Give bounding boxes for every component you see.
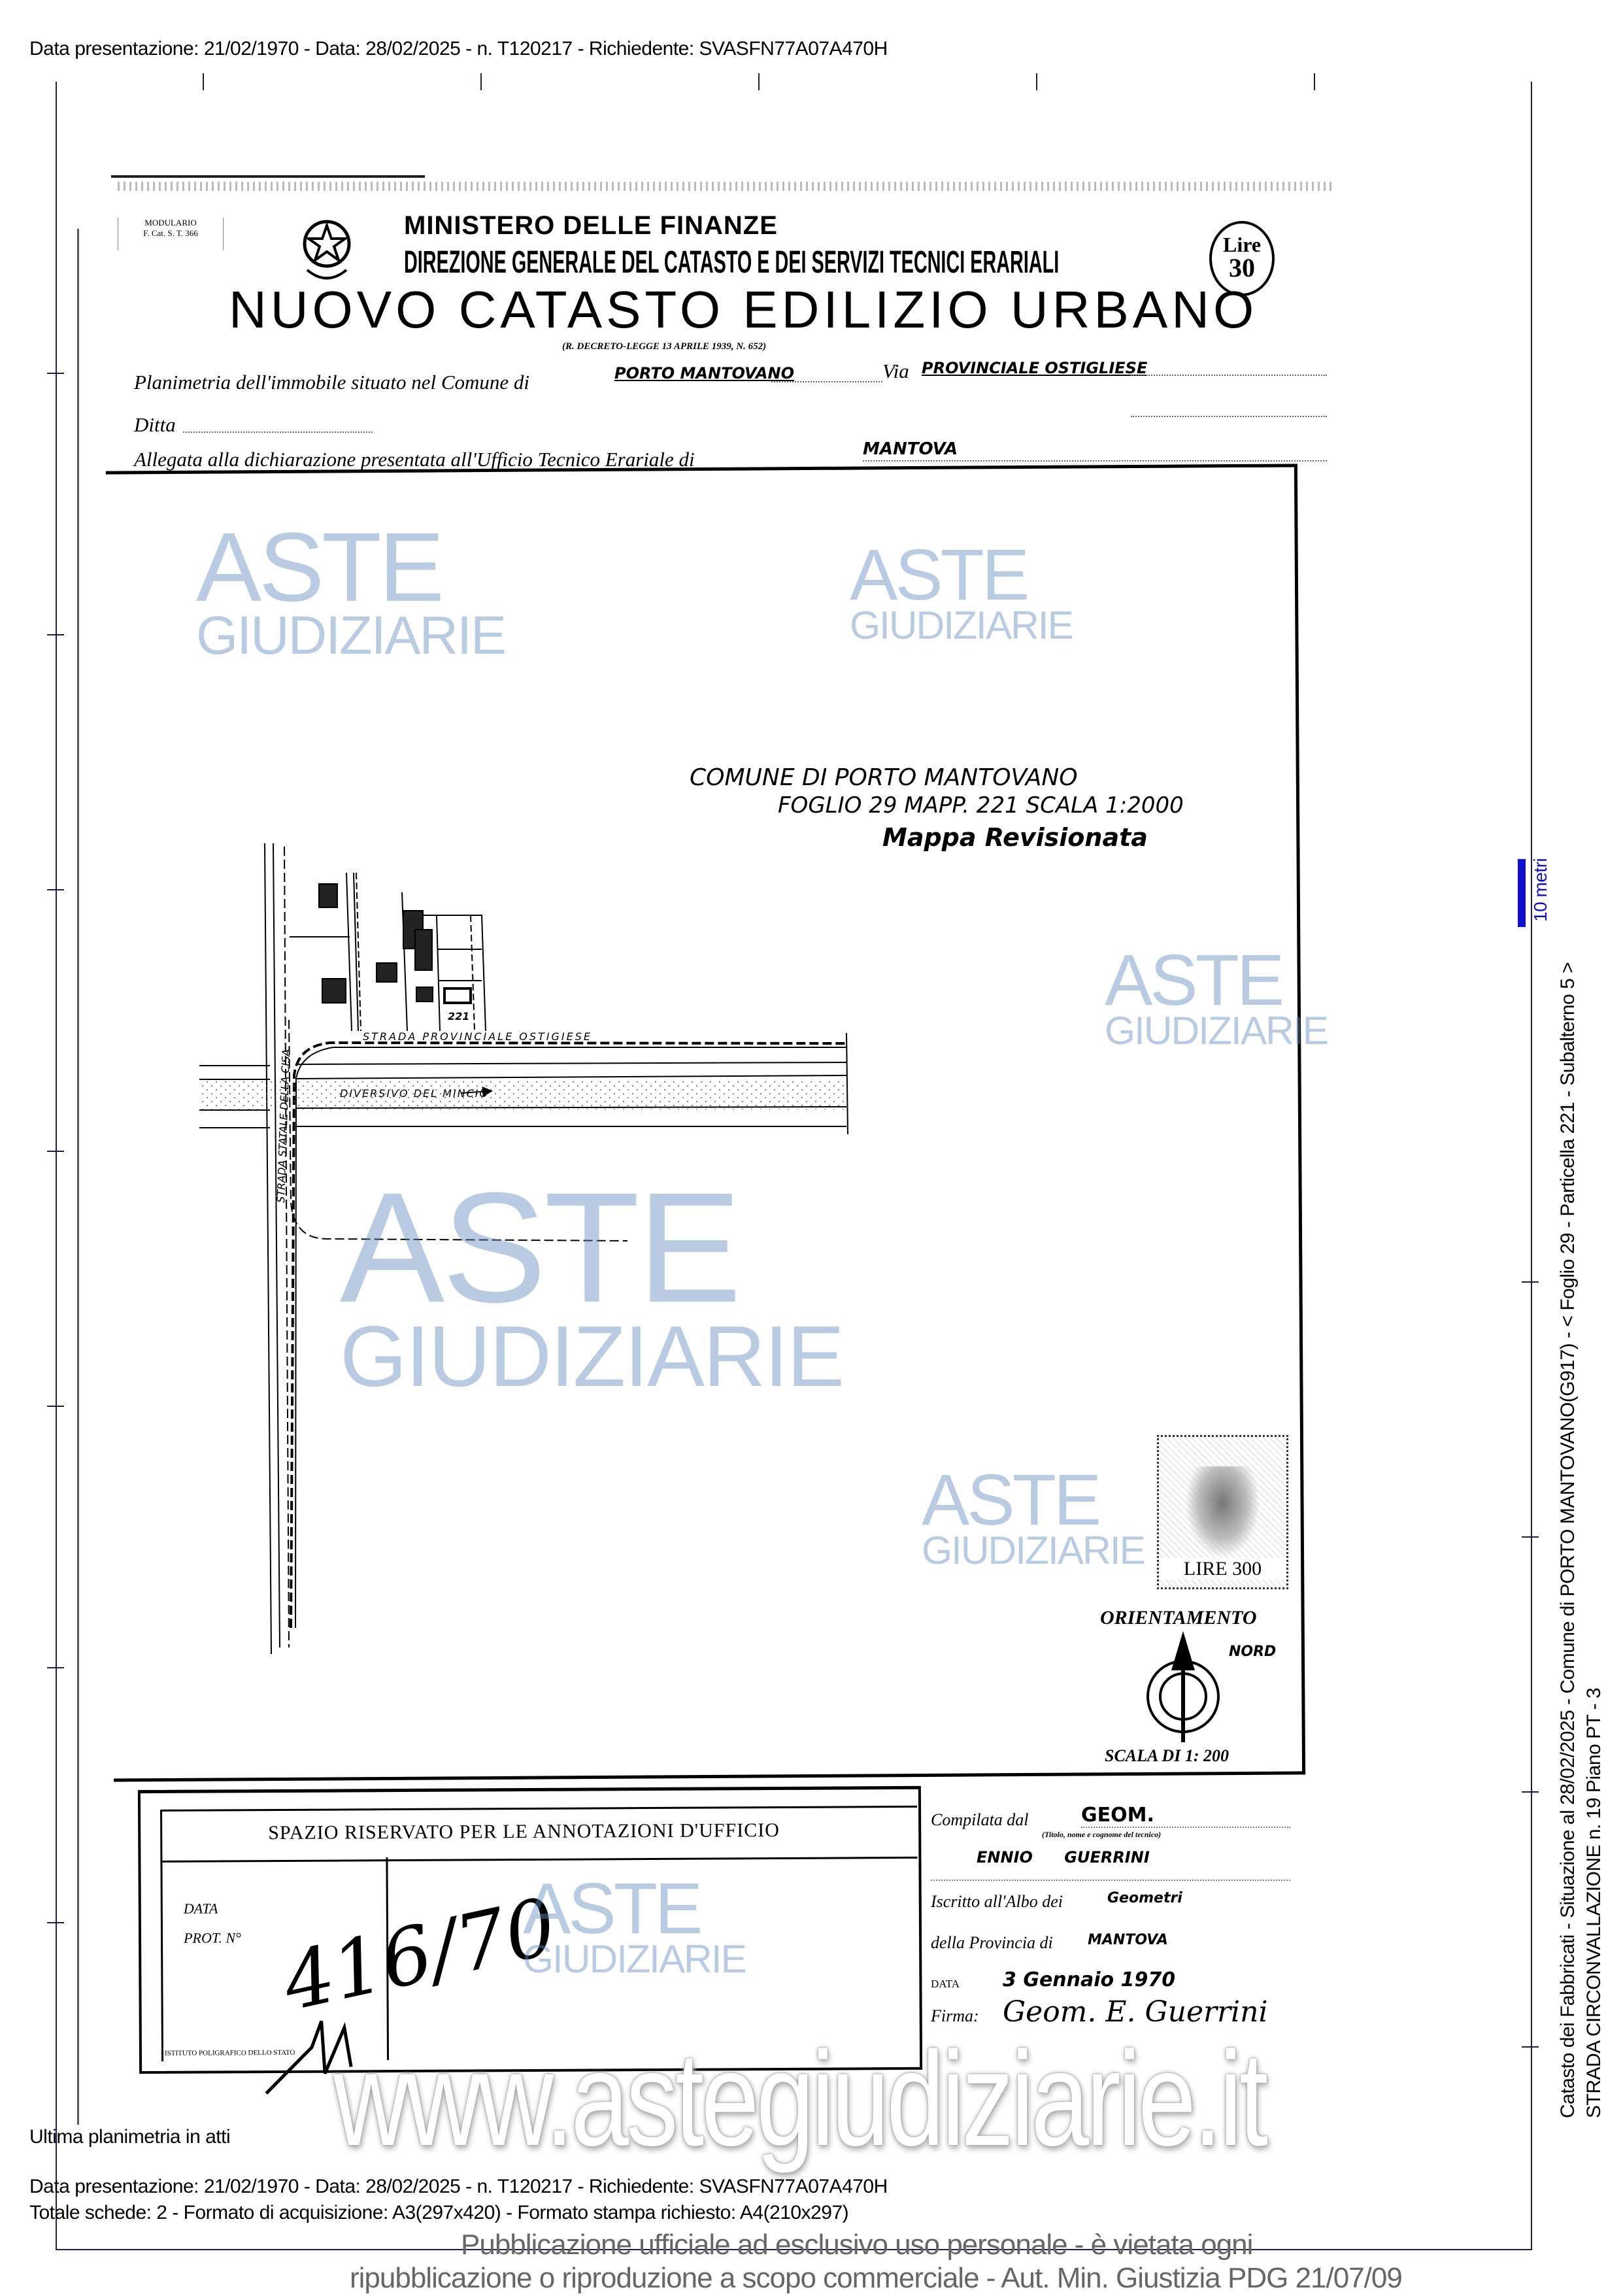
scale-bar-label: 10 metri xyxy=(1530,858,1550,922)
canal-label: DIVERSIVO DEL MINCIO xyxy=(340,1087,489,1100)
form-top-rule xyxy=(111,175,425,178)
sidebar-info-line1: Catasto dei Fabbricati - Situazione al 2… xyxy=(1557,962,1579,2118)
scale-label: SCALA DI 1: 200 xyxy=(1105,1746,1229,1765)
frame-tick xyxy=(480,73,482,90)
publication-notice-line1: Pubblicazione ufficiale ad esclusivo uso… xyxy=(461,2229,1253,2261)
albo-label: Iscritto all'Albo dei xyxy=(931,1892,1063,1911)
header-info: Data presentazione: 21/02/1970 - Data: 2… xyxy=(29,38,888,59)
parcels xyxy=(290,872,486,1032)
site-watermark: www.astegiudiziarie.it xyxy=(333,2024,1268,2174)
scale-bar xyxy=(1518,859,1526,927)
lire-stamp: Lire 30 xyxy=(1209,221,1275,296)
footer-data-line: Data presentazione: 21/02/1970 - Data: 2… xyxy=(29,2176,888,2197)
site-map: STRADA STATALE DELLA CISA STRADA PROVINC… xyxy=(199,843,848,1654)
form-header: MODULARIO F. Cat. S. T. 366 MINISTERO DE… xyxy=(111,175,1333,502)
compiler-title-hint: (Titolo, nome e cognome del tecnico) xyxy=(1042,1830,1162,1839)
publication-notice-line2: ripubblicazione o riproduzione a scopo c… xyxy=(350,2262,1403,2294)
date-label: DATA xyxy=(931,1978,960,1990)
allegata-label: Allegata alla dichiarazione presentata a… xyxy=(134,448,695,471)
page-frame xyxy=(56,82,1532,2250)
stamp-value: LIRE 300 xyxy=(1159,1558,1286,1579)
north-arrow-icon xyxy=(1146,1631,1220,1742)
frame-tick xyxy=(1522,1791,1539,1793)
frame-tick xyxy=(47,1406,64,1407)
modulario-label: MODULARIO xyxy=(144,218,197,228)
prot-number: 416/70 xyxy=(275,1881,565,2029)
lire-label: Lire xyxy=(1222,233,1262,256)
map-note-foglio: FOGLIO 29 MAPP. 221 SCALA 1:2000 xyxy=(778,792,1184,819)
map-note-revisionata: Mappa Revisionata xyxy=(882,823,1148,852)
ufficio-value: MANTOVA xyxy=(863,439,958,459)
decree-ref: (R. DECRETO-LEGGE 13 APRILE 1939, N. 652… xyxy=(562,341,767,352)
scan-noise xyxy=(118,182,1333,191)
north-label: NORD xyxy=(1229,1644,1277,1660)
revenue-stamp: LIRE 300 xyxy=(1157,1435,1288,1589)
orientation-label: ORIENTAMENTO xyxy=(1100,1607,1257,1629)
date-value: 3 Gennaio 1970 xyxy=(1003,1968,1176,1991)
frame-tick xyxy=(47,373,64,374)
office-data-label: DATA xyxy=(183,1900,218,1917)
emblem-icon xyxy=(303,220,351,280)
modulario-code: F. Cat. S. T. 366 xyxy=(143,228,198,238)
provincia-label: della Provincia di xyxy=(931,1933,1053,1952)
lire-value: 30 xyxy=(1229,253,1255,282)
office-title: SPAZIO RISERVATO PER LE ANNOTAZIONI D'UF… xyxy=(268,1819,780,1844)
ministry-title: MINISTERO DELLE FINANZE xyxy=(404,211,778,240)
frame-tick xyxy=(47,1922,64,1923)
frame-tick xyxy=(1036,73,1037,90)
frame-tick xyxy=(1522,2046,1539,2048)
road-cisa xyxy=(264,843,847,1654)
firma-label: Firma: xyxy=(931,2006,979,2025)
buildings xyxy=(318,883,433,1004)
road-ostigliese-label: STRADA PROVINCIALE OSTIGIESE xyxy=(363,1030,592,1043)
frame-tick xyxy=(47,1151,64,1152)
printer-label: ISTITUTO POLIGRAFICO DELLO STATO xyxy=(164,2048,295,2057)
ditta-label: Ditta xyxy=(134,413,176,436)
flow-arrow xyxy=(460,1086,493,1097)
comune-value: PORTO MANTOVANO xyxy=(614,364,794,382)
signature: Geom. E. Guerrini xyxy=(1003,1995,1268,2029)
footer-ultima: Ultima planimetria in atti xyxy=(29,2126,231,2148)
compiler-title: GEOM. xyxy=(1081,1804,1154,1827)
frame-tick xyxy=(758,73,760,90)
initials-signature xyxy=(265,2020,353,2095)
canal xyxy=(199,1032,848,1135)
parcel-221-building xyxy=(443,987,472,1004)
office-box: SPAZIO RISERVATO PER LE ANNOTAZIONI D'UF… xyxy=(137,1785,923,2095)
planimetria-label: Planimetria dell'immobile situato nel Co… xyxy=(134,371,530,394)
frame-tick xyxy=(47,634,64,635)
map-note-comune: COMUNE DI PORTO MANTOVANO xyxy=(690,764,1078,791)
footer-totale-line: Totale schede: 2 - Formato di acquisizio… xyxy=(29,2202,849,2223)
form-title: NUOVO CATASTO EDILIZIO URBANO xyxy=(229,280,1258,339)
provincia-value: MANTOVA xyxy=(1088,1932,1168,1948)
stamp-figure xyxy=(1185,1466,1260,1558)
left-margin-line xyxy=(77,229,79,2125)
via-label: Via xyxy=(882,360,909,382)
parcel-number: 221 xyxy=(448,1010,469,1022)
via-value: PROVINCIALE OSTIGLIESE xyxy=(922,359,1148,377)
compiler-block: Compilata dal GEOM. (Titolo, nome e cogn… xyxy=(931,1804,1297,2029)
frame-tick xyxy=(47,1667,64,1668)
frame-tick xyxy=(47,889,64,890)
frame-tick xyxy=(1522,1536,1539,1538)
compiler-name: ENNIO GUERRINI xyxy=(977,1848,1150,1866)
compilata-label: Compilata dal xyxy=(931,1810,1029,1829)
frame-tick xyxy=(203,73,204,90)
albo-value: Geometri xyxy=(1107,1890,1182,1906)
direction-title: DIREZIONE GENERALE DEL CATASTO E DEI SER… xyxy=(404,245,1060,280)
office-prot-label: PROT. N° xyxy=(183,1929,241,1946)
frame-tick xyxy=(1522,1281,1539,1283)
sidebar-info-line2: STRADA CIRCONVALLAZIONE n. 19 Piano PT -… xyxy=(1583,1687,1605,2118)
frame-tick xyxy=(1314,73,1315,90)
